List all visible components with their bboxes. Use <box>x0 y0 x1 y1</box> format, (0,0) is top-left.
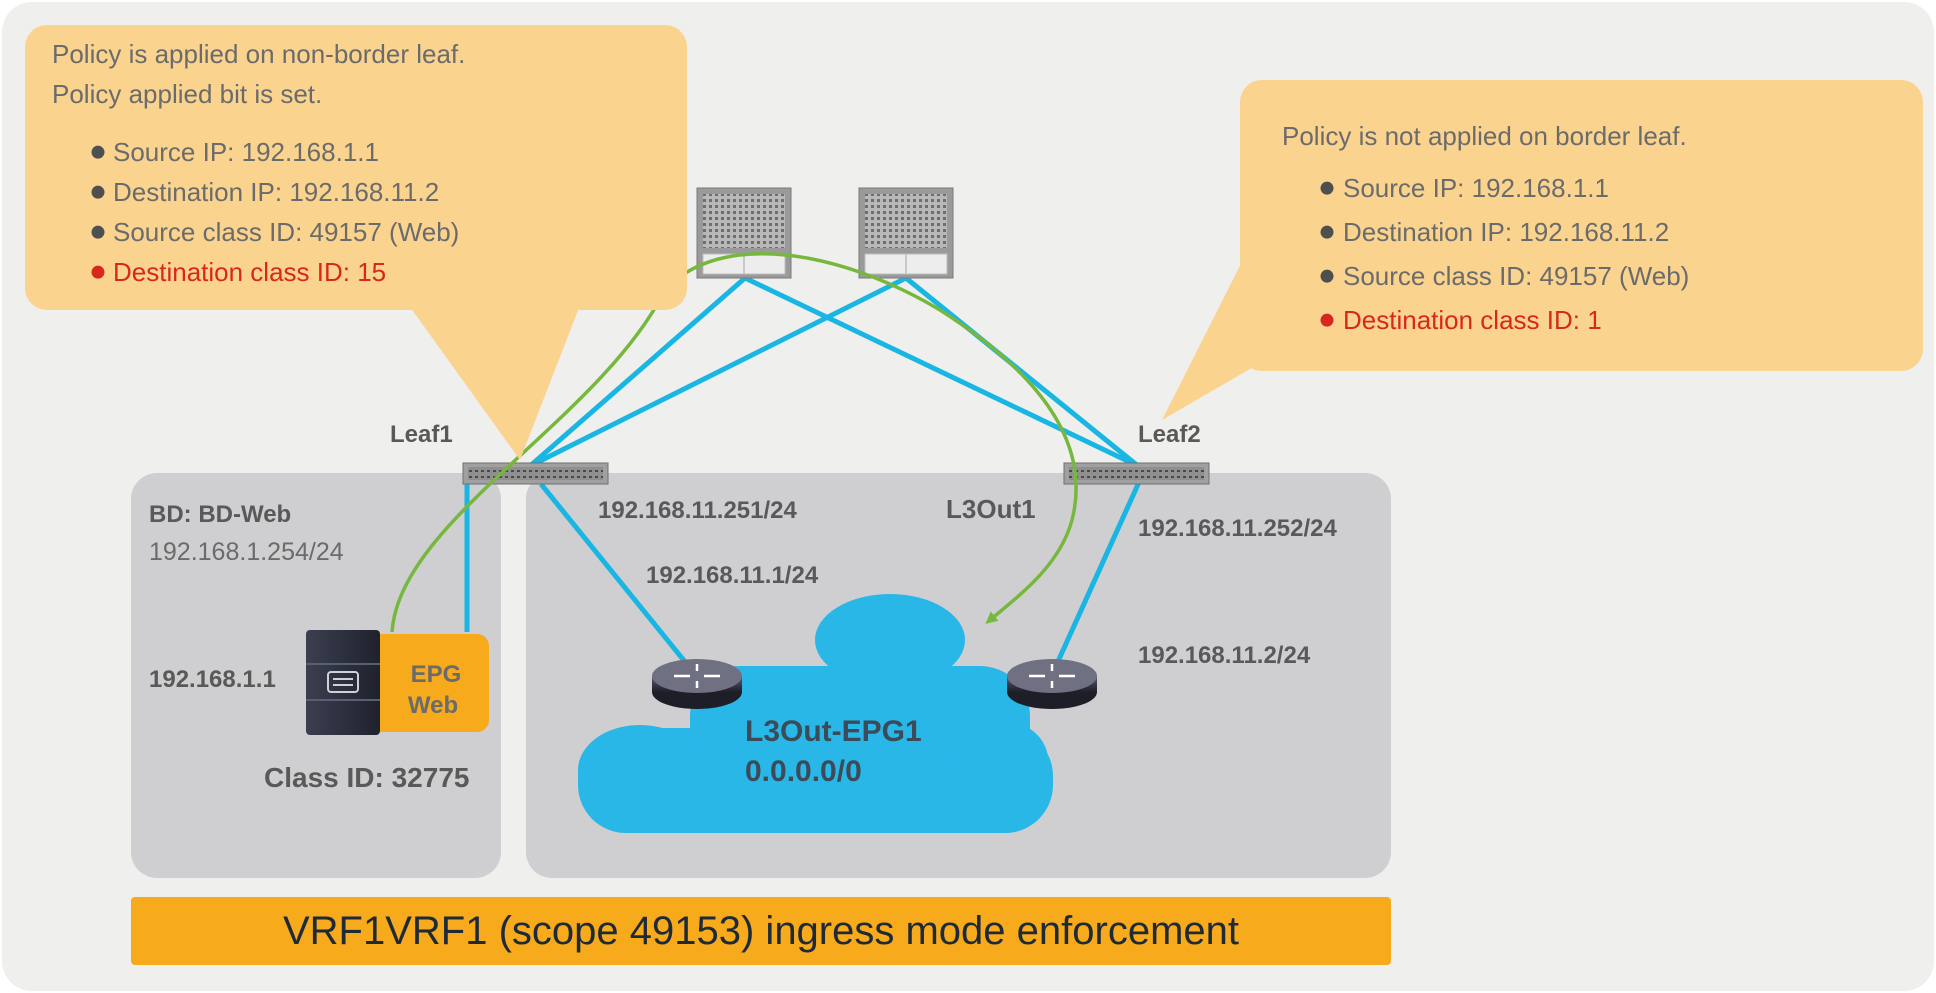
l3out-epg-name: L3Out-EPG1 <box>745 715 922 748</box>
callout-left-bullet <box>91 265 105 279</box>
router1-ip: 192.168.11.1/24 <box>646 562 819 589</box>
l3out-epg-subnet: 0.0.0.0/0 <box>745 755 862 788</box>
callout-left-item: Destination class ID: 15 <box>113 257 386 287</box>
callout-left-bullet <box>91 145 105 159</box>
callout-left-item: Source IP: 192.168.1.1 <box>113 137 379 167</box>
callout-right-item: Destination class ID: 1 <box>1343 305 1602 335</box>
host-ip-label: 192.168.1.1 <box>149 666 276 693</box>
leaf2-label: Leaf2 <box>1138 421 1201 448</box>
link-leaf2-router2 <box>1052 478 1143 670</box>
l3out-epg-cloud <box>578 594 1053 833</box>
callout-left <box>25 25 687 460</box>
vrf-banner-text: VRF1VRF1 (scope 49153) ingress mode enfo… <box>283 909 1239 953</box>
class-id-label: Class ID: 32775 <box>264 762 469 793</box>
callout-left-item: Destination IP: 192.168.11.2 <box>113 177 439 207</box>
leaf1-l3out-ip: 192.168.11.251/24 <box>598 497 798 524</box>
callout-right-bullet <box>1320 225 1334 239</box>
leaf2-l3out-ip: 192.168.11.252/24 <box>1138 515 1338 542</box>
spine-switch-1 <box>696 187 792 279</box>
link-spine2-leaf2 <box>904 276 1140 468</box>
link-leaf1-router1 <box>539 482 692 670</box>
leaf1-label: Leaf1 <box>390 421 453 448</box>
epg-web-label-line2: Web <box>408 692 458 719</box>
callout-left-line2: Policy applied bit is set. <box>52 79 322 109</box>
vrf-banner <box>131 897 1391 965</box>
callout-right-line1: Policy is not applied on border leaf. <box>1282 121 1687 151</box>
callout-left-bullet <box>91 185 105 199</box>
server-icon <box>306 630 380 735</box>
epg-web-label-line1: EPG <box>411 661 462 688</box>
callout-left-bullet <box>91 225 105 239</box>
fabric-links <box>464 275 1143 670</box>
callout-right-bullet <box>1320 313 1334 327</box>
link-spine1-leaf1 <box>528 276 747 468</box>
callout-right <box>1162 80 1923 420</box>
leaf2-switch <box>1063 462 1210 485</box>
callout-right-bullet <box>1320 269 1334 283</box>
spine-switch-2 <box>858 187 954 279</box>
callout-right-item: Source class ID: 49157 (Web) <box>1343 261 1689 291</box>
callout-left-item: Source class ID: 49157 (Web) <box>113 217 459 247</box>
l3out-title: L3Out1 <box>946 494 1036 524</box>
router-2 <box>1007 659 1097 709</box>
bd-zone-subnet: 192.168.1.254/24 <box>149 538 344 566</box>
callout-right-item: Source IP: 192.168.1.1 <box>1343 173 1609 203</box>
callout-left-line1: Policy is applied on non-border leaf. <box>52 39 465 69</box>
link-spine1-leaf2 <box>743 275 1140 469</box>
callout-right-bullet <box>1320 181 1334 195</box>
link-spine2-leaf1 <box>528 275 908 469</box>
epg-web-box <box>366 634 489 732</box>
callout-right-item: Destination IP: 192.168.11.2 <box>1343 217 1669 247</box>
leaf1-switch <box>462 462 609 485</box>
bd-zone-title: BD: BD-Web <box>149 501 291 528</box>
router2-ip: 192.168.11.2/24 <box>1138 642 1311 669</box>
router-1 <box>652 659 742 709</box>
